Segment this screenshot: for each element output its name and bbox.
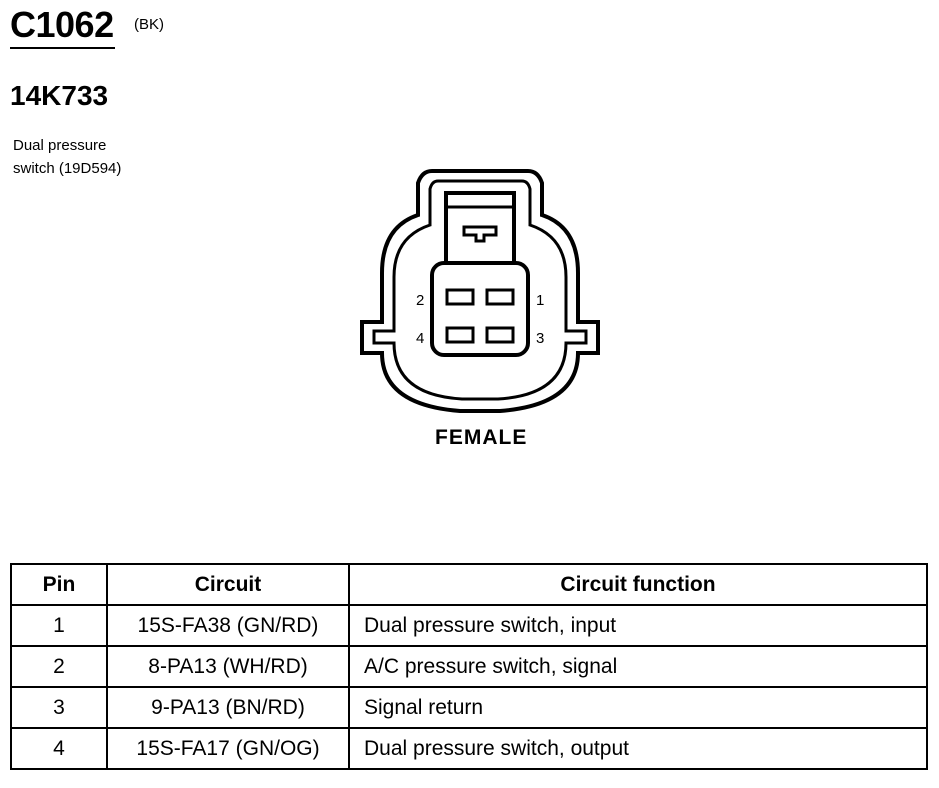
component-description: Dual pressure switch (19D594): [13, 134, 121, 180]
header-circuit: Circuit: [106, 563, 350, 606]
cell-pin: 1: [10, 604, 108, 647]
description-line-2: switch (19D594): [13, 160, 122, 177]
table-row: 4 15S-FA17 (GN/OG) Dual pressure switch,…: [10, 727, 928, 770]
cell-pin: 4: [10, 727, 108, 770]
connector-gender-label: FEMALE: [435, 426, 528, 449]
table-header-row: Pin Circuit Circuit function: [10, 563, 928, 606]
table-row: 3 9-PA13 (BN/RD) Signal return: [10, 686, 928, 729]
pin-cavity-2: [445, 288, 475, 306]
pin-label-1: 1: [536, 292, 544, 309]
cell-pin: 3: [10, 686, 108, 729]
connector-color-code: (BK): [134, 16, 164, 33]
cell-circuit: 9-PA13 (BN/RD): [106, 686, 350, 729]
cell-circuit-function: Dual pressure switch, input: [348, 604, 928, 647]
part-number: 14K733: [10, 80, 109, 111]
header-pin: Pin: [10, 563, 108, 606]
pin-label-3: 3: [536, 330, 544, 347]
pin-cavity-3: [485, 326, 515, 344]
cell-circuit-function: Signal return: [348, 686, 928, 729]
description-line-1: Dual pressure: [13, 137, 107, 154]
pin-circuit-table: Pin Circuit Circuit function 1 15S-FA38 …: [10, 563, 928, 770]
pin-label-2: 2: [416, 292, 424, 309]
cell-circuit-function: Dual pressure switch, output: [348, 727, 928, 770]
cell-circuit-function: A/C pressure switch, signal: [348, 645, 928, 688]
title-underline: [10, 47, 115, 49]
header-circuit-function: Circuit function: [348, 563, 928, 606]
cell-pin: 2: [10, 645, 108, 688]
cell-circuit: 15S-FA17 (GN/OG): [106, 727, 350, 770]
cell-circuit: 8-PA13 (WH/RD): [106, 645, 350, 688]
connector-id-title: C1062: [10, 4, 114, 45]
pin-cavity-4: [445, 326, 475, 344]
pin-label-4: 4: [416, 330, 424, 347]
latch-notch: [462, 225, 498, 243]
pin-cavity-1: [485, 288, 515, 306]
table-row: 2 8-PA13 (WH/RD) A/C pressure switch, si…: [10, 645, 928, 688]
table-row: 1 15S-FA38 (GN/RD) Dual pressure switch,…: [10, 604, 928, 647]
connector-housing-inner: [372, 179, 588, 401]
connector-face-drawing: 2 1 4 3: [360, 169, 600, 413]
cell-circuit: 15S-FA38 (GN/RD): [106, 604, 350, 647]
